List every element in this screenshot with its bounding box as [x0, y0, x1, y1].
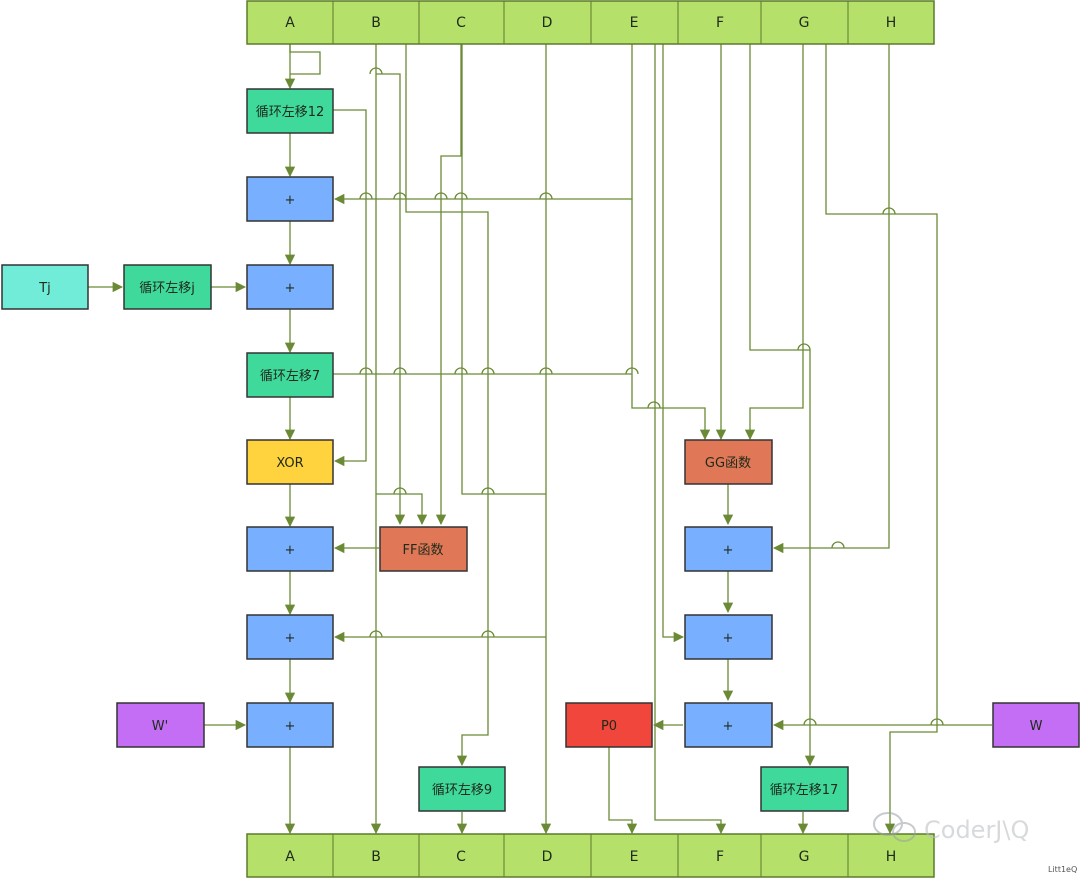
- top-reg-d: D: [542, 15, 553, 31]
- block-rotate-left-12: 循环左移12: [246, 88, 334, 134]
- svg-text:Tj: Tj: [38, 281, 51, 296]
- svg-text:W': W': [152, 719, 168, 734]
- bottom-reg-a: A: [285, 849, 295, 865]
- watermark: CoderJ\Q: [873, 812, 1029, 844]
- block-xor: XOR: [246, 439, 334, 485]
- top-reg-e: E: [630, 15, 639, 31]
- top-reg-g: G: [799, 15, 810, 31]
- svg-text:循环左移7: 循环左移7: [260, 369, 320, 384]
- block-adder-2: +: [246, 264, 334, 310]
- block-p0: P0: [565, 702, 653, 748]
- top-reg-f: F: [716, 15, 724, 31]
- block-w: W: [992, 702, 1080, 748]
- top-register-bar: A B C D E F G H: [246, 0, 935, 45]
- block-tj: Tj: [1, 264, 89, 310]
- svg-text:+: +: [285, 193, 296, 208]
- bottom-reg-b: B: [371, 849, 381, 865]
- block-adder-5: +: [246, 702, 334, 748]
- bottom-reg-e: E: [630, 849, 639, 865]
- top-reg-b: B: [371, 15, 381, 31]
- svg-text:+: +: [285, 543, 296, 558]
- top-reg-h: H: [886, 15, 897, 31]
- svg-text:+: +: [285, 719, 296, 734]
- watermark-text: CoderJ\Q: [924, 816, 1029, 844]
- block-rotate-left-j: 循环左移j: [123, 264, 212, 310]
- block-rotate-left-9: 循环左移9: [418, 766, 506, 812]
- bottom-reg-h: H: [886, 849, 897, 865]
- svg-text:循环左移17: 循环左移17: [770, 783, 839, 798]
- block-adder-6: +: [684, 526, 773, 572]
- block-adder-1: +: [246, 176, 334, 222]
- svg-text:+: +: [723, 543, 734, 558]
- footnote-text: Litt1eQ: [1048, 865, 1077, 874]
- bottom-register-bar: A B C D E F G H: [246, 833, 935, 878]
- top-reg-a: A: [285, 15, 295, 31]
- svg-text:+: +: [723, 631, 734, 646]
- svg-text:FF函数: FF函数: [403, 543, 444, 558]
- wechat-icon: [873, 812, 916, 842]
- bottom-reg-d: D: [542, 849, 553, 865]
- svg-text:循环左移12: 循环左移12: [256, 105, 325, 120]
- bottom-reg-g: G: [799, 849, 810, 865]
- svg-text:+: +: [723, 719, 734, 734]
- svg-text:XOR: XOR: [276, 456, 303, 471]
- bottom-reg-f: F: [716, 849, 724, 865]
- wires: [88, 44, 992, 835]
- block-adder-7: +: [684, 614, 773, 660]
- svg-text:GG函数: GG函数: [705, 456, 751, 471]
- svg-text:+: +: [285, 631, 296, 646]
- block-ff-function: FF函数: [379, 526, 468, 572]
- svg-text:P0: P0: [601, 719, 617, 734]
- svg-text:+: +: [285, 281, 296, 296]
- top-reg-c: C: [456, 15, 466, 31]
- svg-text:循环左移j: 循环左移j: [139, 281, 195, 296]
- block-adder-8: +: [684, 702, 773, 748]
- block-rotate-left-7: 循环左移7: [246, 352, 334, 398]
- block-adder-4: +: [246, 614, 334, 660]
- bottom-reg-c: C: [456, 849, 466, 865]
- block-rotate-left-17: 循环左移17: [760, 766, 849, 812]
- svg-text:W: W: [1030, 719, 1043, 734]
- svg-text:循环左移9: 循环左移9: [432, 783, 492, 798]
- block-gg-function: GG函数: [684, 439, 773, 485]
- block-adder-3: +: [246, 526, 334, 572]
- block-w-prime: W': [116, 702, 205, 748]
